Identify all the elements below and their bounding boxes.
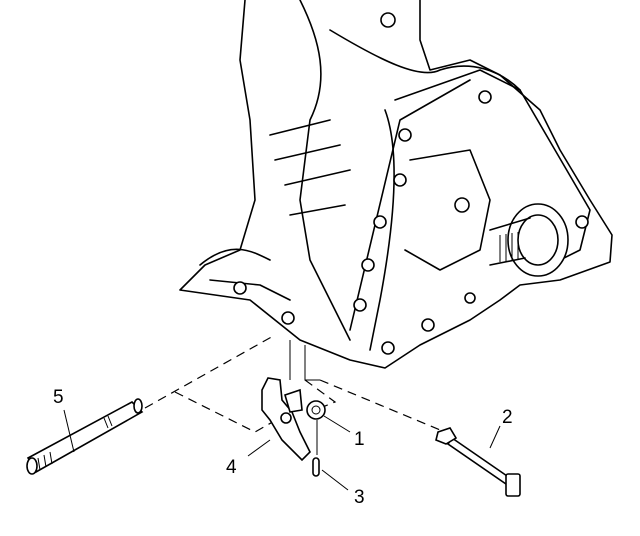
case-bolts [233, 12, 589, 355]
part-2-linkage-rod [435, 427, 521, 497]
part-1-nut [306, 400, 326, 420]
callout-2: 2 [502, 407, 513, 428]
callout-3: 3 [354, 487, 365, 508]
callout-5: 5 [53, 387, 64, 408]
part-4-lever [261, 377, 311, 462]
part-5-shift-shaft [26, 398, 144, 475]
callout-1: 1 [354, 429, 365, 450]
transmission-case [179, 0, 613, 381]
part-3-pin [312, 457, 320, 477]
leader-lines [63, 409, 501, 491]
callout-4: 4 [226, 457, 237, 478]
